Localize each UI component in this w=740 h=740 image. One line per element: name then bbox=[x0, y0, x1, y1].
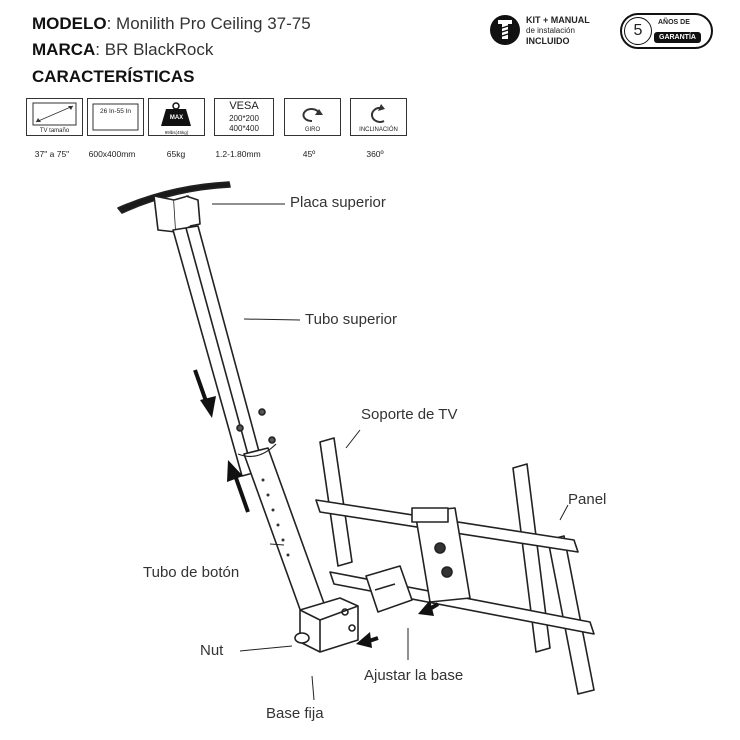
label-ajustar-base: Ajustar la base bbox=[364, 667, 464, 684]
kit-line3: INCLUIDO bbox=[526, 36, 570, 46]
vesa-icon: VESA 200*200 400*400 bbox=[214, 98, 274, 136]
upper-tube bbox=[172, 225, 276, 477]
warranty-line2: GARANTÍA bbox=[654, 32, 701, 43]
model-label: MODELO bbox=[32, 14, 107, 33]
fixed-base bbox=[294, 597, 359, 653]
features-row: TV tamaño 26 In-55 In MAX 99lbs(45kg) VE… bbox=[26, 98, 416, 138]
rotation-caption: GIRO bbox=[304, 127, 321, 133]
tv-size-caption: TV tamaño bbox=[39, 128, 70, 134]
screen-range-icon: 26 In-55 In bbox=[87, 98, 144, 136]
vesa-caption: VESA bbox=[229, 100, 259, 112]
brand-line: MARCA: BR BlackRock bbox=[32, 40, 213, 60]
weight-subcaption: 99lbs(45kg) bbox=[164, 130, 189, 135]
direction-arrows bbox=[193, 369, 440, 648]
brand-value: : BR BlackRock bbox=[95, 40, 214, 59]
spec-tv-size: 37" a 75" bbox=[34, 149, 70, 159]
kit-badge: KIT + MANUAL de instalación INCLUIDO bbox=[488, 13, 613, 49]
label-soporte-tv: Soporte de TV bbox=[361, 406, 458, 423]
screw-icon bbox=[490, 15, 520, 45]
label-tubo-boton: Tubo de botón bbox=[143, 564, 240, 581]
warranty-badge: 5 AÑOS DE GARANTÍA bbox=[620, 13, 713, 49]
warranty-years: 5 bbox=[624, 17, 652, 45]
label-placa-superior: Placa superior bbox=[290, 194, 386, 211]
spec-weight: 65kg bbox=[166, 149, 186, 159]
label-panel: Panel bbox=[568, 491, 607, 508]
ceiling-plate bbox=[117, 181, 231, 233]
tv-size-icon: TV tamaño bbox=[26, 98, 83, 136]
brand-label: MARCA bbox=[32, 40, 96, 59]
model-value: : Monilith Pro Ceiling 37-75 bbox=[106, 14, 311, 33]
tilt-icon: INCLINACIÓN bbox=[350, 98, 407, 136]
spec-vesa: 1.2-1.80mm bbox=[215, 149, 261, 159]
label-tubo-superior: Tubo superior bbox=[305, 311, 397, 328]
spec-screen: 600x400mm bbox=[88, 149, 136, 159]
warranty-line1: AÑOS DE bbox=[658, 19, 690, 26]
kit-line1: KIT + MANUAL bbox=[526, 15, 590, 25]
features-title: CARACTERÍSTICAS bbox=[32, 67, 195, 86]
label-nut: Nut bbox=[200, 642, 224, 659]
vesa-size-2: 400*400 bbox=[229, 124, 259, 133]
weight-icon: MAX 99lbs(45kg) bbox=[148, 98, 205, 136]
weight-caption: MAX bbox=[169, 115, 184, 121]
model-line: MODELO: Monilith Pro Ceiling 37-75 bbox=[32, 14, 311, 34]
leader-lines bbox=[212, 203, 569, 701]
lower-tube bbox=[237, 443, 331, 627]
tv-bracket bbox=[315, 437, 595, 695]
kit-line2: de instalación bbox=[526, 26, 575, 35]
rotation-icon: GIRO bbox=[284, 98, 341, 136]
label-base-fija: Base fija bbox=[266, 705, 324, 722]
tilt-caption: INCLINACIÓN bbox=[359, 127, 398, 133]
screen-range-caption: 26 In-55 In bbox=[99, 108, 132, 115]
spec-rotation: 45º bbox=[302, 149, 316, 159]
spec-tilt: 360º bbox=[366, 149, 384, 159]
vesa-size-1: 200*200 bbox=[229, 114, 259, 123]
